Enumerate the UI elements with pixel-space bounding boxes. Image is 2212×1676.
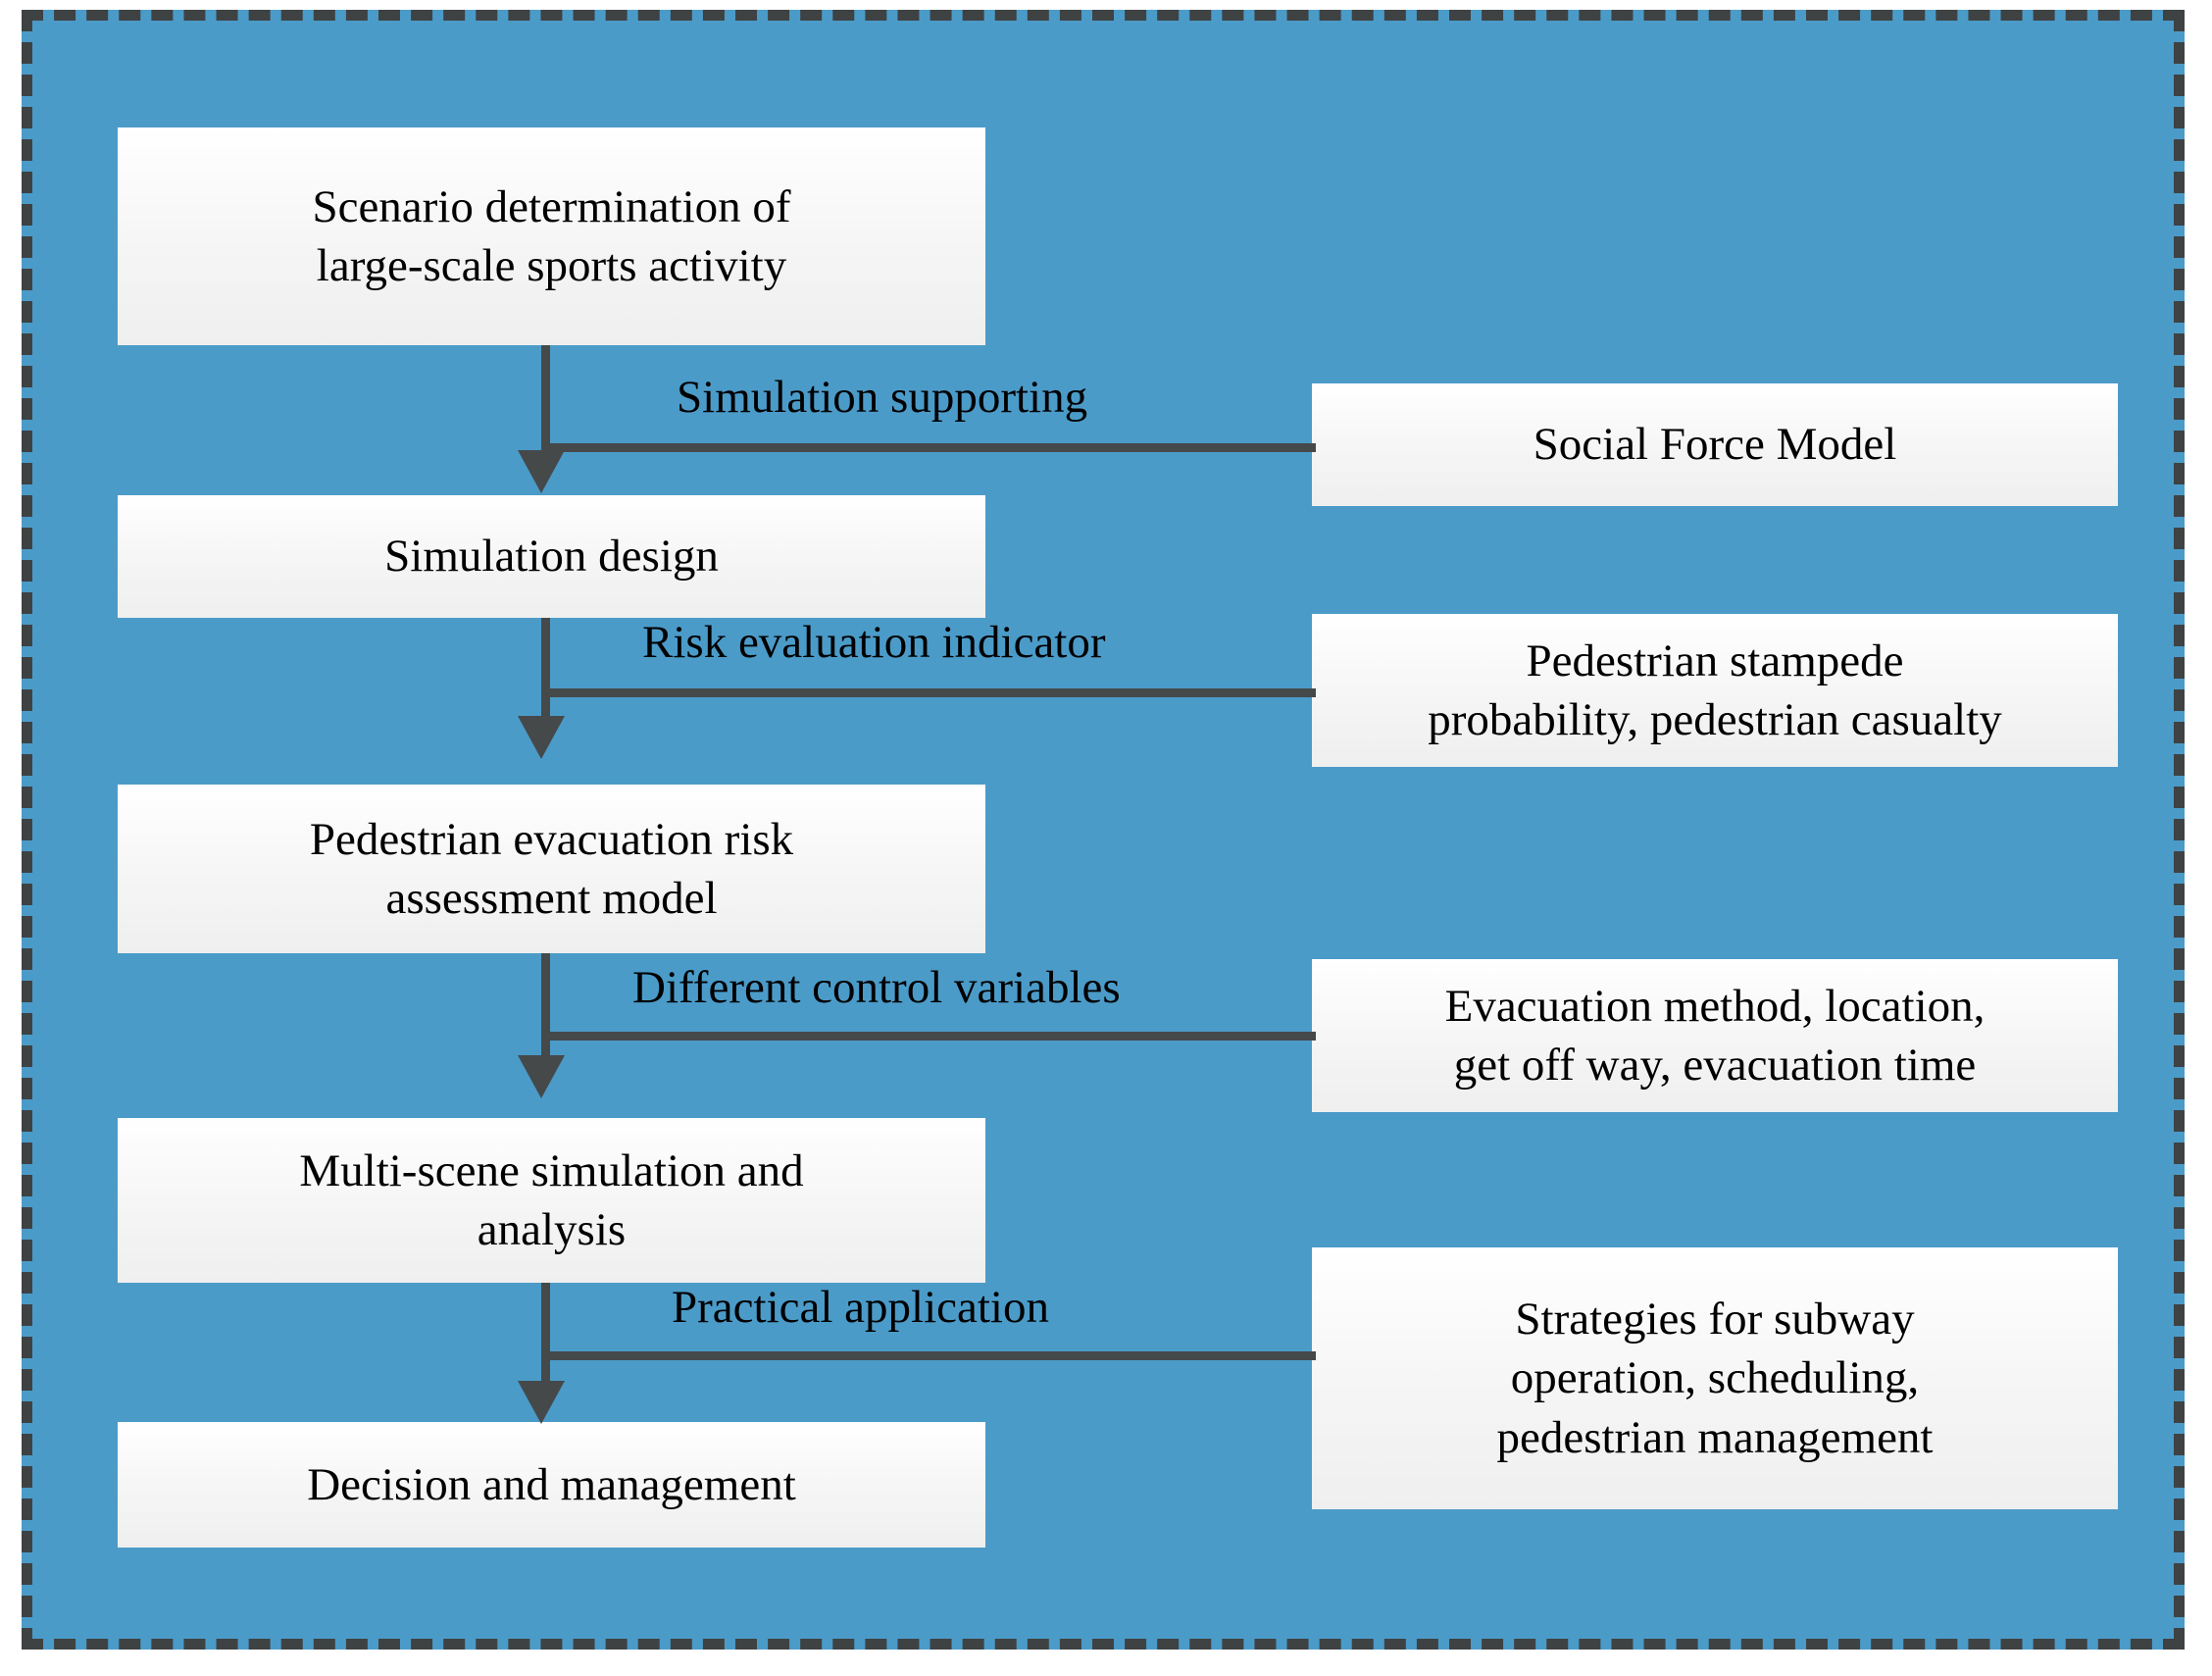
connector-hline-edge2: [541, 688, 1316, 697]
edge-label-risk-evaluation-indicator: Risk evaluation indicator: [642, 617, 1106, 668]
arrowhead-step2-step3: [518, 716, 565, 759]
flow-node-step2[interactable]: Simulation design: [118, 495, 985, 618]
arrowhead-step4-step5: [518, 1381, 565, 1424]
edge-label-different-control-variables: Different control variables: [632, 962, 1121, 1013]
side-node-strategies-label: Strategies for subway operation, schedul…: [1496, 1294, 1934, 1463]
arrowhead-step1-step2: [518, 450, 565, 493]
side-node-risk-indicators-label: Pedestrian stampede probability, pedestr…: [1428, 635, 2002, 745]
connector-vline-step3-step4: [541, 953, 550, 1055]
side-node-risk-indicators[interactable]: Pedestrian stampede probability, pedestr…: [1312, 614, 2118, 767]
side-node-control-variables[interactable]: Evacuation method, location, get off way…: [1312, 959, 2118, 1112]
connector-vline-step4-step5: [541, 1283, 550, 1381]
arrowhead-step3-step4: [518, 1055, 565, 1098]
side-node-social-force-model-label: Social Force Model: [1533, 419, 1897, 471]
side-node-control-variables-label: Evacuation method, location, get off way…: [1444, 980, 1986, 1091]
side-node-social-force-model[interactable]: Social Force Model: [1312, 383, 2118, 506]
flow-node-step4-label: Multi-scene simulation and analysis: [299, 1144, 804, 1255]
flow-node-step1[interactable]: Scenario determination of large-scale sp…: [118, 127, 985, 345]
connector-vline-step2-step3: [541, 618, 550, 716]
edge-label-simulation-supporting: Simulation supporting: [677, 372, 1088, 423]
flow-node-step3-label: Pedestrian evacuation risk assessment mo…: [309, 813, 794, 924]
side-node-strategies[interactable]: Strategies for subway operation, schedul…: [1312, 1247, 2118, 1509]
connector-vline-step1-step2: [541, 345, 550, 450]
connector-hline-edge4: [541, 1351, 1316, 1360]
flow-node-step5[interactable]: Decision and management: [118, 1422, 985, 1548]
connector-hline-edge3: [541, 1032, 1316, 1041]
flow-node-step5-label: Decision and management: [307, 1458, 796, 1510]
edge-label-practical-application: Practical application: [672, 1282, 1049, 1333]
flow-node-step2-label: Simulation design: [384, 531, 719, 583]
connector-hline-edge1: [541, 443, 1316, 452]
flow-node-step4[interactable]: Multi-scene simulation and analysis: [118, 1118, 985, 1283]
flow-node-step3[interactable]: Pedestrian evacuation risk assessment mo…: [118, 785, 985, 953]
flow-node-step1-label: Scenario determination of large-scale sp…: [312, 180, 791, 291]
